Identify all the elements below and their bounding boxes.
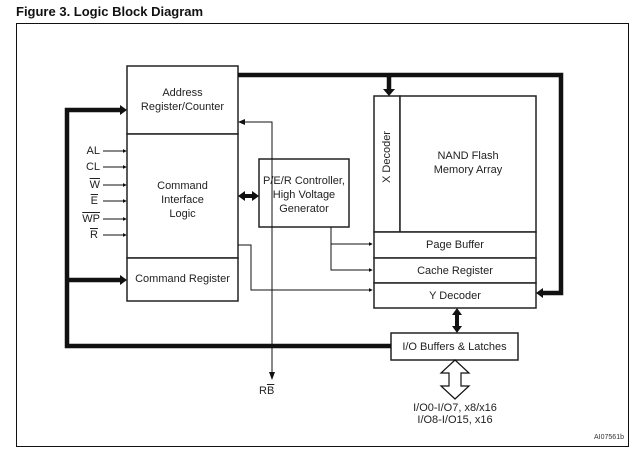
address-register-label: Address Register/Counter <box>127 86 238 114</box>
command-register-label: Command Register <box>135 273 230 285</box>
command-register-box <box>126 257 239 302</box>
signal-wp-bar: WP <box>82 213 100 225</box>
signal-rb: RB <box>259 385 279 397</box>
page-buffer-box <box>373 231 537 259</box>
address-register-box <box>126 65 239 135</box>
address-in-arrowhead <box>120 105 127 115</box>
io-pins-line-2: I/O8-I/O15, x16 <box>417 414 493 426</box>
per-controller-box <box>258 158 350 228</box>
per-controller-line-2: High Voltage <box>272 189 336 201</box>
io-buffers-label: I/O Buffers & Latches <box>402 341 507 353</box>
cache-register-label: Cache Register <box>417 265 493 277</box>
cil-per-bidirectional-arrow <box>238 191 259 201</box>
memory-array-label: NAND Flash Memory Array <box>400 149 536 177</box>
ydec-io-bidirectional-arrow <box>452 308 462 333</box>
command-interface-line-2: Interface <box>161 194 204 206</box>
figure-reference-id: AI07561b <box>594 434 624 441</box>
x-decoder-label: X Decoder <box>381 131 393 183</box>
page-buffer-label: Page Buffer <box>426 239 484 251</box>
io-pins-hollow-arrow <box>439 359 471 400</box>
command-interface-line-1: Command <box>157 180 208 192</box>
per-to-cache-register <box>330 244 373 272</box>
memory-array-line-2: Memory Array <box>433 164 503 176</box>
io-left-bus <box>64 107 391 349</box>
y-decoder-box <box>373 282 537 309</box>
io-pins-label: I/O0-I/O7, x8/x16 I/O8-I/O15, x16 <box>385 402 525 426</box>
address-feedback-arrowhead <box>238 119 245 125</box>
rb-line <box>242 121 273 378</box>
signal-rb-prefix: R <box>259 385 267 397</box>
signal-rb-suffix: B <box>266 385 275 397</box>
y-decoder-label: Y Decoder <box>429 290 481 302</box>
signal-w-bar: W <box>89 179 100 191</box>
address-bus <box>238 72 564 296</box>
command-interface-box <box>126 133 239 259</box>
address-register-line-1: Address <box>162 87 203 99</box>
per-controller-line-3: Generator <box>279 203 329 215</box>
signal-r-bar: R <box>90 229 98 241</box>
signal-cl: CL <box>85 161 100 173</box>
address-register-line-2: Register/Counter <box>140 101 225 113</box>
per-to-page-buffer <box>330 227 373 246</box>
rb-arrowhead <box>269 372 275 380</box>
diagram-frame <box>16 23 629 447</box>
y-decoder-arrowhead <box>536 288 543 298</box>
io-pins-line-1: I/O0-I/O7, x8/x16 <box>413 402 497 414</box>
per-controller-label: P/E/R Controller, High Voltage Generator <box>256 174 352 216</box>
command-register-arrowhead <box>120 275 127 285</box>
cil-to-y-decoder <box>238 244 373 292</box>
per-controller-line-1: P/E/R Controller, <box>263 175 345 187</box>
figure-title: Figure 3. Logic Block Diagram <box>16 4 204 19</box>
memory-array-line-1: NAND Flash <box>437 150 499 162</box>
signal-e-bar: E <box>90 195 98 207</box>
cache-register-box <box>373 257 537 284</box>
signal-al: AL <box>86 145 100 157</box>
x-decoder-arrowhead <box>383 89 395 96</box>
command-interface-line-3: Logic <box>169 208 196 220</box>
input-arrows <box>103 149 127 237</box>
command-interface-label: Command Interface Logic <box>127 179 238 221</box>
